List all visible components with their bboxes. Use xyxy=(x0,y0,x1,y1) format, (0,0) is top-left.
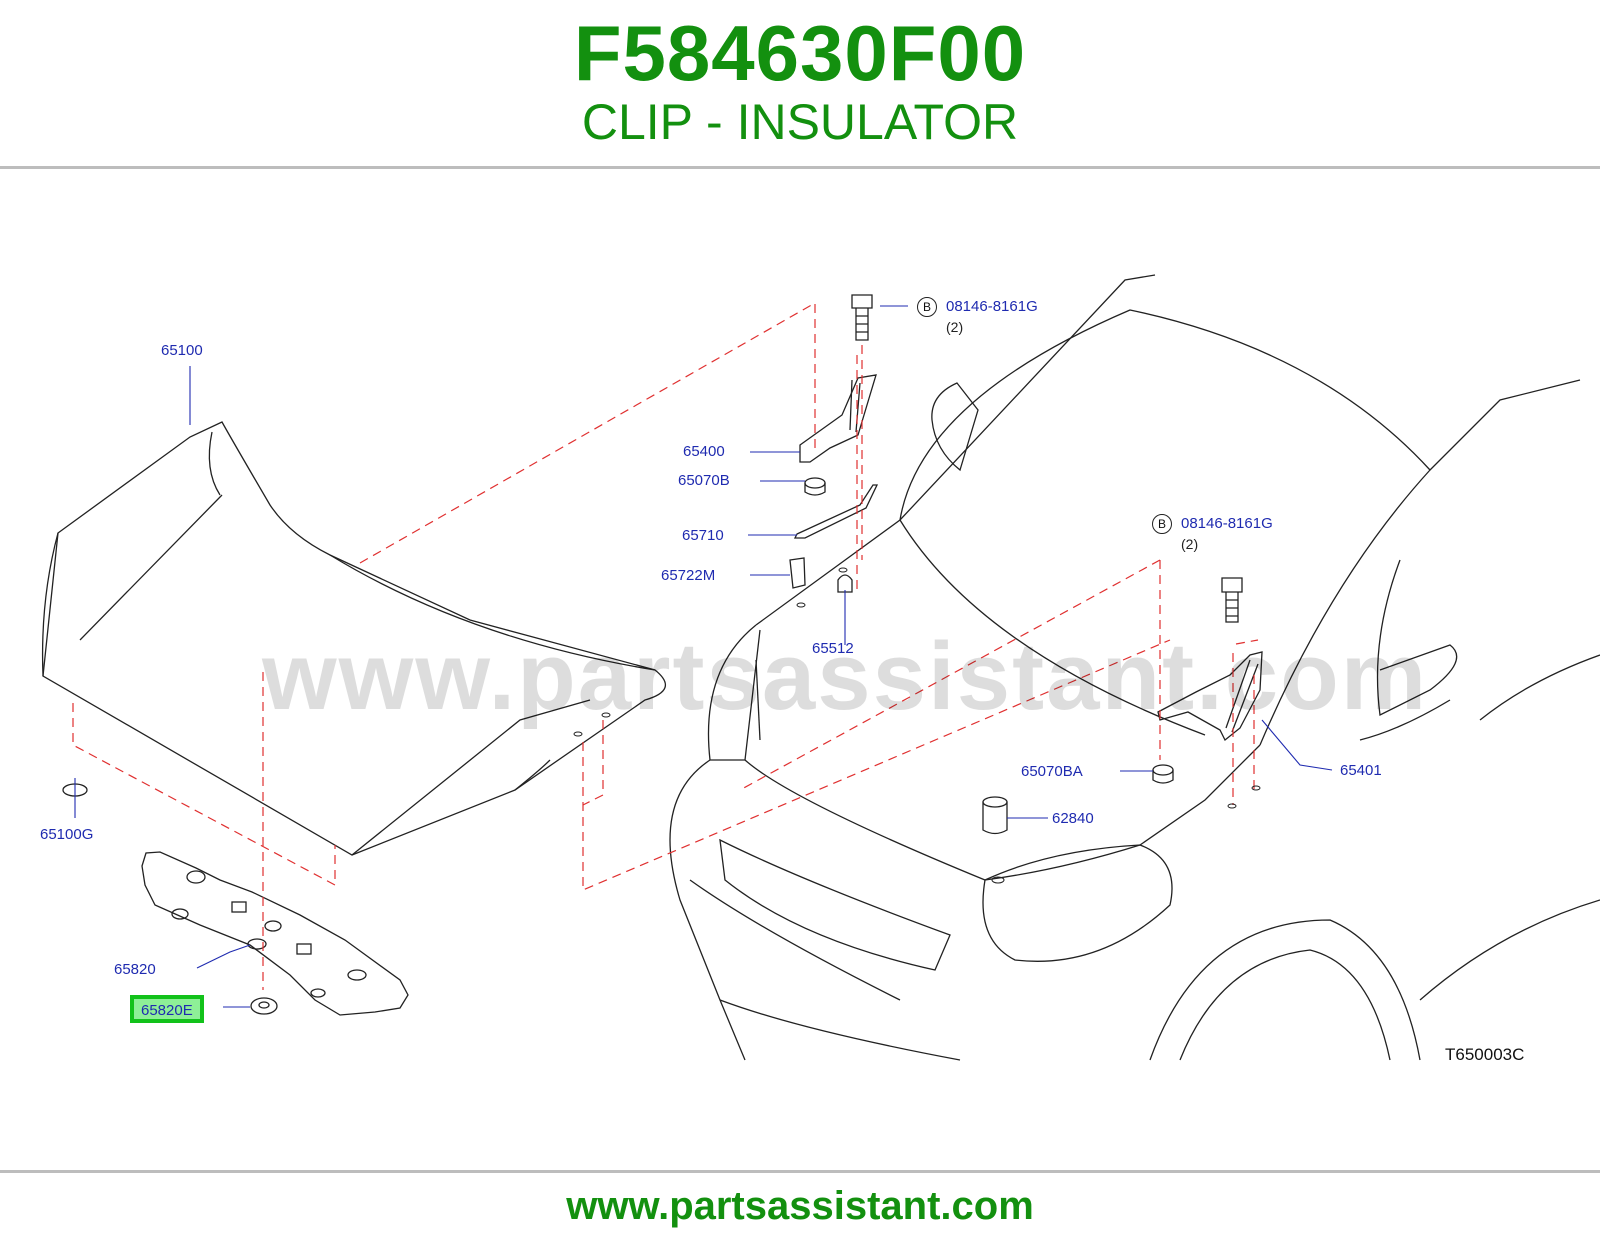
callout-bolt-left[interactable]: 08146-8161G xyxy=(946,298,1038,315)
nut-left xyxy=(804,477,826,496)
callout-bolt-right[interactable]: 08146-8161G xyxy=(1181,515,1273,532)
callout-hinge-right[interactable]: 65401 xyxy=(1340,762,1382,779)
bolt-marker-left: B xyxy=(917,297,937,317)
part-number-title: F584630F00 xyxy=(573,9,1027,97)
callout-bumper-rubber[interactable]: 65512 xyxy=(812,640,854,657)
footer-url[interactable]: www.partsassistant.com xyxy=(566,1184,1034,1228)
bumper-rubber xyxy=(837,574,853,593)
callout-leaders xyxy=(74,305,1333,1008)
callout-insulator-clip: 65820E xyxy=(141,1002,193,1019)
part-name-subtitle: CLIP - INSULATOR xyxy=(581,94,1019,150)
qty-bolt-left: (2) xyxy=(946,319,964,335)
figure-code: T650003C xyxy=(1445,1045,1525,1064)
hinge-left xyxy=(799,374,877,463)
stop-rubber xyxy=(982,796,1008,835)
bolt-right xyxy=(1221,577,1243,623)
footer-divider xyxy=(0,1170,1600,1173)
callout-nut-right[interactable]: 65070BA xyxy=(1021,763,1083,780)
header-divider xyxy=(0,166,1600,169)
hardware-markers xyxy=(573,567,1261,884)
hood-panel xyxy=(41,421,666,856)
dashed-leaders xyxy=(72,301,1259,990)
header: F584630F00 CLIP - INSULATOR xyxy=(0,0,1600,168)
callout-hood[interactable]: 65100 xyxy=(161,342,203,359)
hood-insulator xyxy=(141,851,409,1016)
rod-holder xyxy=(789,557,806,589)
qty-bolt-right: (2) xyxy=(1181,536,1199,552)
nut-right xyxy=(1152,764,1174,784)
bolt-marker-right: B xyxy=(1152,514,1172,534)
callout-insulator[interactable]: 65820 xyxy=(114,961,156,978)
callout-hood-rod[interactable]: 65710 xyxy=(682,527,724,544)
bolt-left xyxy=(851,294,873,341)
callout-rod-holder[interactable]: 65722M xyxy=(661,567,716,584)
highlighted-callout-box[interactable]: 65820E xyxy=(130,995,204,1023)
callout-hinge-left[interactable]: 65400 xyxy=(683,443,725,460)
insulator-clip xyxy=(250,997,278,1015)
callout-nut-left[interactable]: 65070B xyxy=(678,472,730,489)
car-body xyxy=(669,274,1600,1061)
callout-stop-rubber[interactable]: 62840 xyxy=(1052,810,1094,827)
callout-hood-grommet[interactable]: 65100G xyxy=(40,826,94,843)
watermark: www.partsassistant.com xyxy=(262,623,1429,730)
